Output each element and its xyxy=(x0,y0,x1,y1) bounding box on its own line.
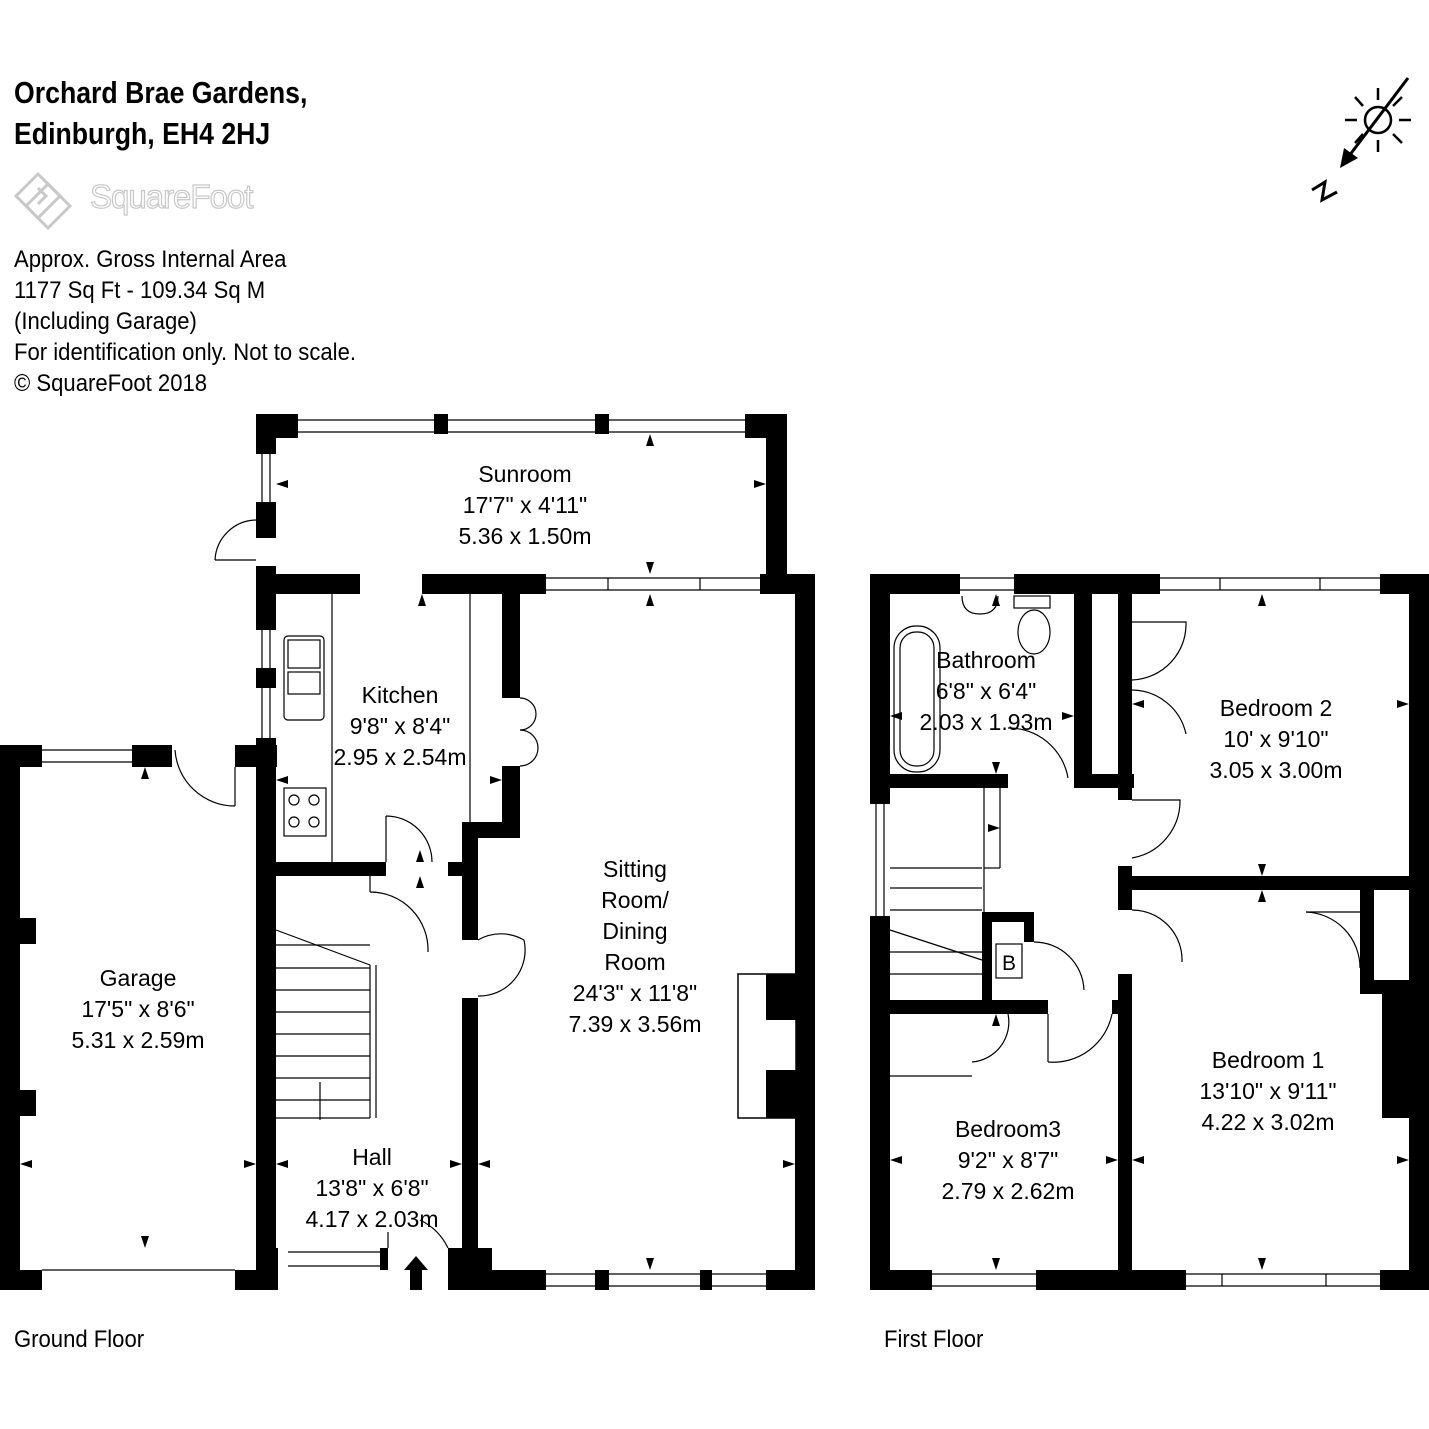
dimension-arrows xyxy=(20,434,1409,1290)
sitting-imperial: 24'3" x 11'8" xyxy=(573,980,697,1006)
hall-imperial: 13'8" x 6'8" xyxy=(315,1175,428,1201)
compass xyxy=(1311,77,1411,203)
hall-name: Hall xyxy=(352,1144,392,1170)
bedroom1-name: Bedroom 1 xyxy=(1212,1047,1325,1073)
sun-icon xyxy=(1363,105,1393,135)
bathroom-imperial: 6'8" x 6'4" xyxy=(936,678,1037,704)
bath-icon xyxy=(893,625,941,773)
bedroom2-metric: 3.05 x 3.00m xyxy=(1210,757,1343,783)
hall-metric: 4.17 x 2.03m xyxy=(306,1206,439,1232)
boiler-label: B xyxy=(1002,952,1016,975)
garage-metric: 5.31 x 2.59m xyxy=(72,1027,205,1053)
first-floor-windows xyxy=(875,577,1380,1287)
toilet-icon xyxy=(1017,609,1051,655)
bathroom-name: Bathroom xyxy=(936,647,1036,673)
first-floor-label: First Floor xyxy=(884,1326,984,1353)
area-info-line-3: (Including Garage) xyxy=(14,308,197,335)
north-arrow-icon xyxy=(1344,77,1410,161)
garage-name: Garage xyxy=(100,965,177,991)
bathroom-metric: 2.03 x 1.93m xyxy=(920,709,1053,735)
bedroom2-imperial: 10' x 9'10" xyxy=(1223,726,1328,752)
sunroom-metric: 5.36 x 1.50m xyxy=(459,523,592,549)
bedroom2-name: Bedroom 2 xyxy=(1220,695,1333,721)
sitting-name-3: Dining xyxy=(602,918,667,944)
garage-imperial: 17'5" x 8'6" xyxy=(81,996,194,1022)
area-info-line-2: 1177 Sq Ft - 109.34 Sq M xyxy=(14,277,266,304)
bedroom3-imperial: 9'2" x 8'7" xyxy=(958,1147,1059,1173)
room-labels: Sunroom 17'7" x 4'11" 5.36 x 1.50m Kitch… xyxy=(72,461,1343,1232)
sitting-name-4: Room xyxy=(604,949,665,975)
bedroom1-imperial: 13'10" x 9'11" xyxy=(1199,1078,1336,1104)
sitting-name-2: Room/ xyxy=(601,887,669,913)
ground-floor-walls xyxy=(0,414,815,1290)
ground-floor-windows xyxy=(42,419,766,1287)
area-info-line-4: For identification only. Not to scale. xyxy=(14,339,356,366)
kitchen-name: Kitchen xyxy=(362,682,439,708)
area-info-line-1: Approx. Gross Internal Area xyxy=(14,246,287,273)
area-info: Approx. Gross Internal Area 1177 Sq Ft -… xyxy=(14,244,356,399)
address-line-1: Orchard Brae Gardens, xyxy=(14,75,308,110)
squarefoot-logo-icon xyxy=(13,171,73,231)
ground-floor-label: Ground Floor xyxy=(14,1326,145,1353)
address-heading: Orchard Brae Gardens, Edinburgh, EH4 2HJ xyxy=(14,72,307,154)
squarefoot-logo: SquareFoot xyxy=(12,170,302,234)
boiler-box xyxy=(995,943,1023,979)
bedroom3-name: Bedroom3 xyxy=(955,1116,1061,1142)
bedroom3-metric: 2.79 x 2.62m xyxy=(942,1178,1075,1204)
sitting-metric: 7.39 x 3.56m xyxy=(569,1011,702,1037)
kitchen-metric: 2.95 x 2.54m xyxy=(334,744,467,770)
bedroom1-metric: 4.22 x 3.02m xyxy=(1202,1109,1335,1135)
first-floor-walls xyxy=(870,574,1429,1290)
sunroom-imperial: 17'7" x 4'11" xyxy=(463,492,587,518)
kitchen-imperial: 9'8" x 8'4" xyxy=(350,713,451,739)
sitting-name-1: Sitting xyxy=(603,856,667,882)
address-line-2: Edinburgh, EH4 2HJ xyxy=(14,116,271,151)
copyright: © SquareFoot 2018 xyxy=(14,370,208,397)
logo-text: SquareFoot xyxy=(89,177,254,215)
sunroom-name: Sunroom xyxy=(478,461,571,487)
